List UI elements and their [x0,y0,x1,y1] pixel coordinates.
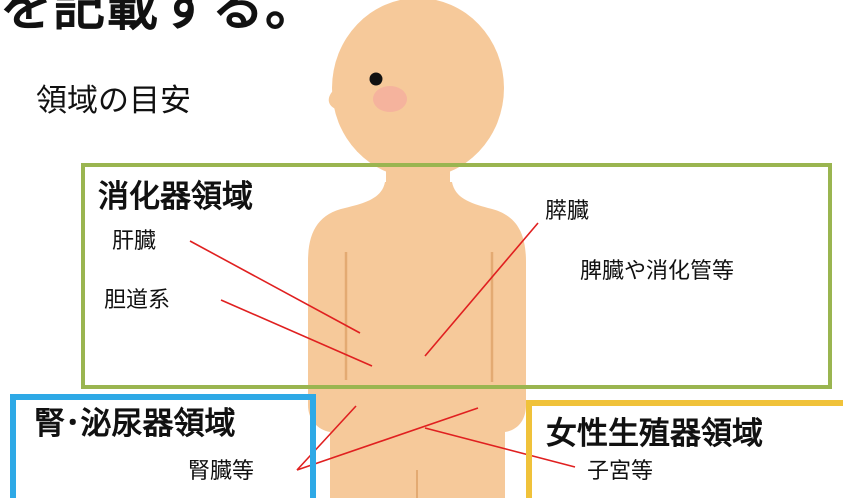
leader-biliary [220,299,373,367]
organ-label-biliary: 胆道系 [104,288,171,313]
head [332,0,504,178]
leader-liver [189,240,361,334]
leader-lines [189,222,576,471]
organ-label-uterus-etc: 子宮等 [587,459,654,484]
legend-title: 領域の目安 [36,83,191,119]
female-reproductive-region-title: 女性生殖器領域 [546,416,763,452]
organ-label-kidney-etc: 腎臓等 [188,459,255,484]
cropped-heading-text: を記載する。 [0,0,319,38]
leader-kidney-a [296,407,479,471]
leader-kidney-b [296,405,357,471]
nose [328,88,338,110]
leader-uterus [424,427,576,468]
torso [308,182,526,432]
renal-urinary-region-title: 腎･泌尿器領域 [34,406,236,442]
organ-label-pancreas: 膵臓 [545,199,590,224]
organ-label-liver: 肝臓 [112,229,157,254]
organ-label-spleen-etc: 脾臓や消化管等 [580,259,735,284]
female-reproductive-region-box [526,400,843,498]
leader-pancreas [424,222,539,357]
digestive-region-box [81,163,832,389]
cheek [373,86,407,112]
renal-urinary-region-box [10,394,316,498]
child-body [308,0,526,498]
digestive-region-title: 消化器領域 [98,179,253,215]
eye [369,72,383,86]
